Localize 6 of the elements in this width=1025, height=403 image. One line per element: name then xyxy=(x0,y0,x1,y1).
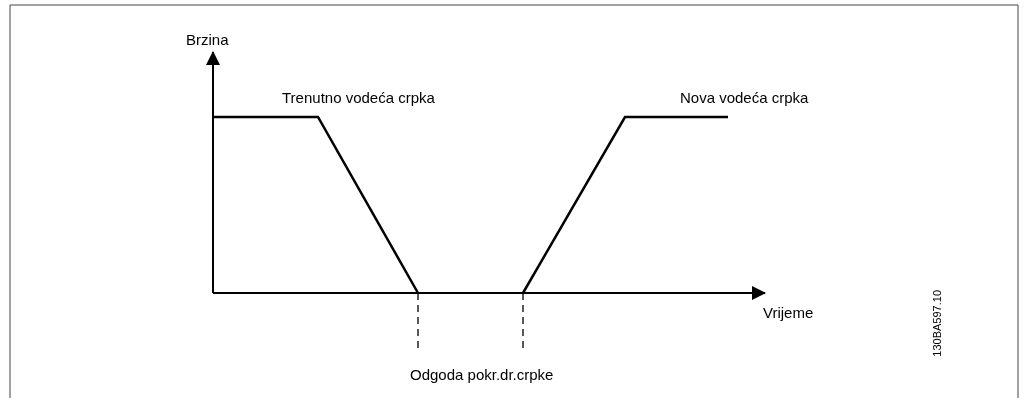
figure-code: 130BA597.10 xyxy=(930,290,944,357)
axis-label: Brzina xyxy=(186,31,229,49)
curve-label: Trenutno vodeća crpka xyxy=(282,89,435,107)
curve-label: Nova vodeća crpka xyxy=(680,89,809,107)
axis-label: Vrijeme xyxy=(763,304,814,322)
annotation: Odgoda pokr.dr.crpke xyxy=(410,366,554,384)
